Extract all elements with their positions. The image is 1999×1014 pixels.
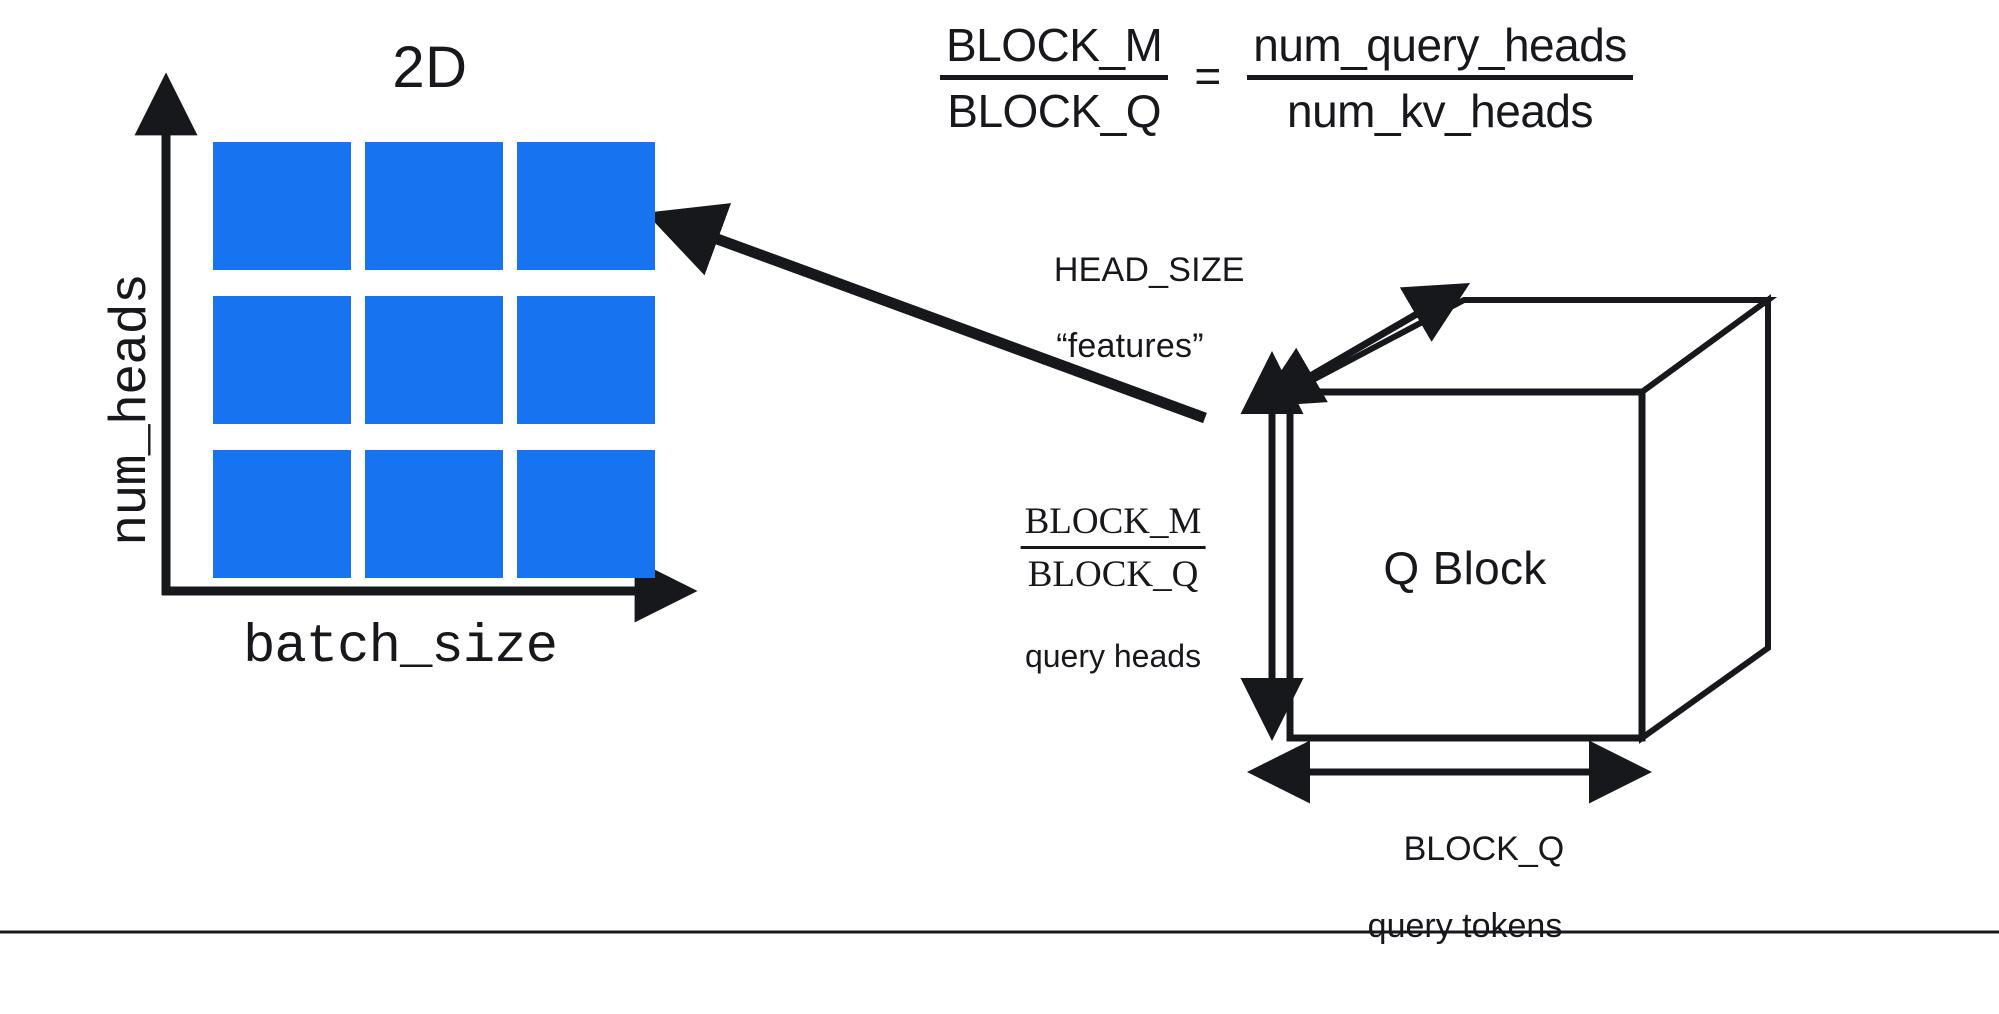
ratio-equation: BLOCK_M BLOCK_Q = num_query_heads num_kv…: [940, 18, 1633, 138]
fraction-bar: [1247, 75, 1633, 80]
equation-right-numerator: num_query_heads: [1253, 19, 1627, 71]
grid-cell: [213, 296, 351, 424]
x-axis-label: batch_size: [242, 617, 558, 678]
head-size-label: HEAD_SIZE “features”: [1015, 218, 1245, 433]
grid-cell: [213, 142, 351, 270]
equation-left-denominator: BLOCK_Q: [947, 85, 1162, 137]
head-size-label-line2: “features”: [1056, 327, 1204, 366]
cube-width-label-line1: BLOCK_Q: [1403, 829, 1565, 868]
cube-width-label-line2: query tokens: [1367, 907, 1563, 946]
cube-width-label: BLOCK_Q query tokens: [1366, 797, 1565, 1013]
equation-left-numerator: BLOCK_M: [946, 19, 1163, 71]
grid-cell: [365, 142, 503, 270]
equation-right-denominator: num_kv_heads: [1287, 85, 1593, 137]
cube-height-denominator: BLOCK_Q: [1027, 554, 1199, 595]
equals-sign: =: [1194, 50, 1222, 102]
diagram-vector-layer: [0, 72, 1999, 934]
grid-cell: [517, 450, 655, 578]
grid-cell: [517, 296, 655, 424]
cube-height-fraction: BLOCK_M BLOCK_Q: [1020, 500, 1206, 596]
equation-right-fraction: num_query_heads num_kv_heads: [1247, 18, 1633, 138]
head-size-depth-arrow: [1257, 282, 1471, 407]
grid-title-2d: 2D: [392, 35, 468, 100]
head-size-label-line1: HEAD_SIZE: [1053, 250, 1245, 289]
y-axis-label: num_heads: [102, 274, 161, 546]
cube-height-caption: query heads: [1024, 638, 1202, 674]
equation-left-fraction: BLOCK_M BLOCK_Q: [940, 18, 1169, 138]
cube-face-label: Q Block: [1383, 542, 1547, 594]
grid-cell: [517, 142, 655, 270]
grid-cell: [365, 450, 503, 578]
cube-to-grid-arrow: [645, 203, 1207, 424]
fraction-bar: [940, 75, 1169, 80]
grid-cell: [213, 450, 351, 578]
cube-height-numerator: BLOCK_M: [1024, 501, 1202, 542]
grid-cell: [365, 296, 503, 424]
fraction-bar: [1020, 546, 1206, 549]
diagram-canvas: 2D num_heads batch_size BLOCK_M BLOCK_Q …: [0, 18, 1999, 944]
